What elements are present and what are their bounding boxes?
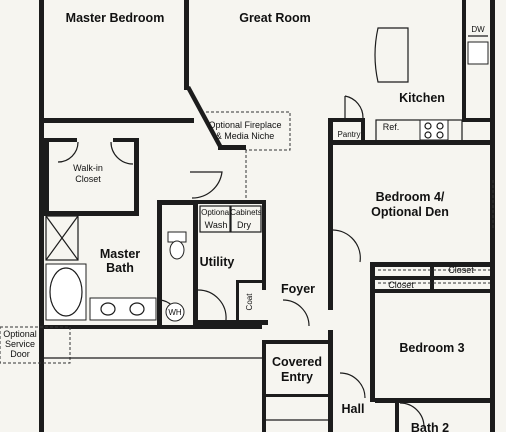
label-fireplace-1: Optional Fireplace: [208, 120, 281, 130]
label-dry: Dry: [237, 220, 251, 230]
label-great-room: Great Room: [239, 11, 311, 25]
label-walkin-2: Closet: [75, 174, 101, 184]
label-foyer: Foyer: [281, 282, 315, 296]
label-closet-lower: Closet: [388, 280, 414, 290]
label-bath2: Bath 2: [411, 421, 449, 432]
label-walkin-1: Walk-in: [73, 163, 103, 173]
label-bedroom4-2: Optional Den: [371, 205, 449, 219]
label-bedroom3: Bedroom 3: [399, 341, 464, 355]
label-utility: Utility: [200, 255, 235, 269]
label-hall: Hall: [342, 402, 365, 416]
label-service-door-3: Door: [10, 349, 30, 359]
label-service-door-1: Optional: [3, 329, 37, 339]
label-wash: Wash: [205, 220, 228, 230]
label-coat: Coat: [245, 293, 254, 311]
label-kitchen: Kitchen: [399, 91, 445, 105]
label-master-bath-2: Bath: [106, 261, 134, 275]
label-master-bedroom: Master Bedroom: [66, 11, 165, 25]
label-cabinets: Cabinets: [230, 208, 262, 217]
label-closet-upper: Closet: [448, 265, 474, 275]
label-fireplace-2: & Media Niche: [216, 131, 275, 141]
label-refrigerator: Ref.: [383, 122, 400, 132]
room-labels: Master Bedroom Great Room Kitchen DW Pan…: [3, 11, 485, 432]
label-pantry: Pantry: [337, 130, 360, 139]
label-master-bath-1: Master: [100, 247, 140, 261]
label-service-door-2: Service: [5, 339, 35, 349]
label-water-heater: WH: [168, 308, 182, 317]
label-covered-entry-2: Entry: [281, 370, 313, 384]
label-covered-entry-1: Covered: [272, 355, 322, 369]
label-optional: Optional: [201, 208, 231, 217]
label-dishwasher: DW: [471, 25, 485, 34]
label-bedroom4-1: Bedroom 4/: [376, 190, 445, 204]
details: [0, 27, 494, 428]
